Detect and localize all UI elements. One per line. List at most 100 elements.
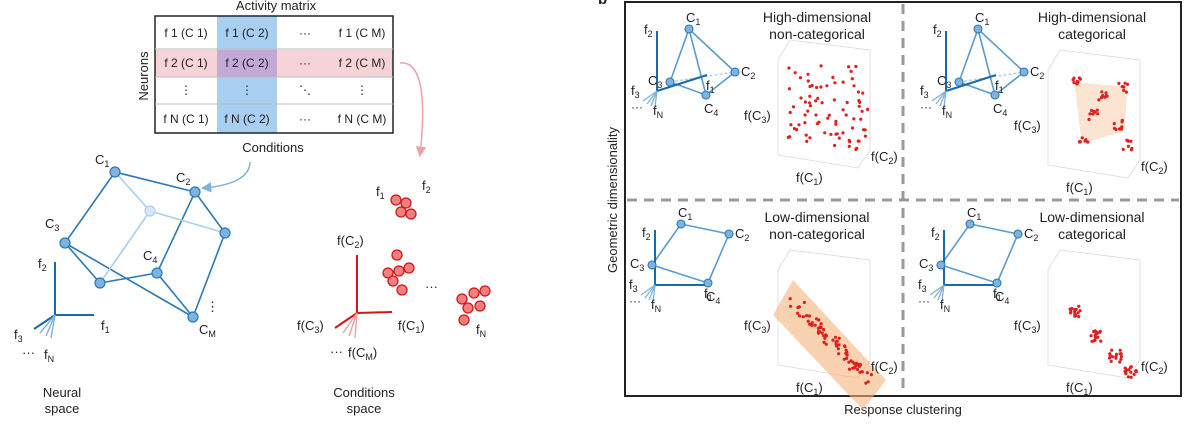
mini-axis-f1: f1 bbox=[995, 78, 1004, 95]
scatter-point bbox=[847, 360, 851, 364]
scatter-axis-fc2: f(C2) bbox=[871, 149, 898, 166]
mini-label-c2: C2 bbox=[1030, 64, 1044, 81]
axis-fcm: f(CM) bbox=[348, 345, 377, 362]
scatter-point bbox=[1087, 117, 1091, 122]
scatter-point bbox=[805, 314, 809, 318]
mini-edge bbox=[977, 28, 996, 96]
scatter-point bbox=[848, 140, 852, 144]
mini-label-c1: C1 bbox=[686, 10, 700, 27]
scatter-point bbox=[1119, 357, 1123, 361]
matrix-cell: f N (C 2) bbox=[224, 112, 269, 126]
mini-edge bbox=[688, 28, 707, 96]
scatter-point bbox=[788, 297, 792, 301]
scatter-point bbox=[1134, 369, 1138, 373]
scatter-point bbox=[1122, 88, 1126, 92]
scatter-point bbox=[806, 72, 810, 76]
label-f1: f1 bbox=[376, 184, 385, 201]
scatter-box bbox=[1047, 249, 1141, 379]
panel-bl-title: Low-dimensional bbox=[764, 209, 869, 225]
mini-axis-f1: f1 bbox=[993, 286, 1002, 303]
scatter-point bbox=[831, 75, 835, 79]
scatter-point bbox=[857, 139, 861, 143]
scatter-point bbox=[1107, 356, 1112, 360]
axis-f2: f2 bbox=[38, 256, 47, 273]
label-fn: fN bbox=[476, 322, 486, 339]
scatter-point bbox=[858, 363, 862, 368]
scatter-point bbox=[808, 84, 812, 89]
scatter-point bbox=[845, 353, 849, 357]
scatter-axis-fc3: f(C3) bbox=[744, 108, 771, 125]
scatter-box bbox=[1047, 49, 1141, 179]
scatter-point bbox=[1089, 334, 1093, 338]
scatter-point bbox=[814, 113, 818, 117]
scatter-point bbox=[837, 336, 841, 340]
mini-axis-f2: f2 bbox=[644, 22, 653, 39]
scatter-axis-fc3: f(C3) bbox=[1014, 318, 1041, 335]
scatter-point bbox=[798, 314, 802, 318]
axis-fc2: f(C2) bbox=[337, 233, 364, 250]
cell-highlight bbox=[217, 50, 277, 77]
mini-axis-dots: ··· bbox=[631, 100, 643, 114]
scatter-point bbox=[1126, 139, 1130, 143]
scatter-point bbox=[1080, 136, 1084, 140]
axis-fn: fN bbox=[44, 347, 54, 364]
mini-label-c1: C1 bbox=[967, 205, 981, 222]
scatter-point bbox=[1104, 91, 1108, 95]
panel-letter: b bbox=[598, 0, 607, 8]
label-f2: f2 bbox=[422, 178, 431, 195]
scatter-point bbox=[1127, 368, 1131, 372]
scatter-point bbox=[1099, 96, 1104, 100]
scatter-point bbox=[1126, 82, 1130, 86]
mini-axis-f2: f2 bbox=[642, 225, 651, 242]
scatter-point bbox=[1118, 348, 1122, 352]
scatter-point bbox=[847, 367, 852, 371]
panel-b: b Geometric dimensionality Response clus… bbox=[598, 0, 1182, 417]
mini-point-c1 bbox=[973, 24, 983, 34]
scatter-point bbox=[834, 342, 838, 346]
scatter-point bbox=[816, 96, 820, 100]
scatter-point bbox=[824, 342, 828, 346]
scatter-point bbox=[810, 321, 814, 325]
cols-label: Conditions bbox=[242, 140, 304, 155]
scatter-point bbox=[826, 116, 830, 120]
mini-point-c3 bbox=[954, 77, 964, 87]
mini-axis bbox=[933, 284, 945, 299]
scatter-point bbox=[1093, 329, 1097, 333]
scatter-point bbox=[1097, 98, 1101, 102]
mini-edge bbox=[705, 71, 736, 96]
mini-axis bbox=[945, 74, 997, 92]
scatter-axis-fc2: f(C2) bbox=[1141, 359, 1168, 376]
axis-dots: ··· bbox=[22, 345, 35, 360]
mini-edge bbox=[994, 71, 1025, 96]
mini-label-c2: C2 bbox=[1024, 226, 1038, 243]
point-c2 bbox=[189, 186, 201, 198]
mini-axis bbox=[937, 284, 945, 301]
scatter-point bbox=[1078, 140, 1082, 144]
scatter-point bbox=[1118, 360, 1122, 364]
panel-tl-title: non-categorical bbox=[769, 26, 865, 42]
scatter-point bbox=[817, 329, 821, 334]
point-hidden bbox=[144, 205, 156, 217]
panel-bl-title: non-categorical bbox=[769, 226, 865, 242]
mini-edge bbox=[969, 223, 1019, 235]
plane bbox=[773, 280, 886, 410]
mini-axis-f3: f3 bbox=[631, 83, 640, 100]
mini-label-c3: C3 bbox=[630, 256, 644, 273]
scatter-point bbox=[856, 90, 861, 94]
scatter-point bbox=[803, 121, 807, 125]
scatter-point bbox=[845, 356, 849, 360]
scatter-point bbox=[833, 143, 837, 148]
scatter-point bbox=[823, 131, 827, 135]
mini-axis-f3: f3 bbox=[920, 83, 929, 100]
scatter-point bbox=[807, 314, 812, 318]
mini-point-c4 bbox=[992, 278, 1002, 288]
scatter-point bbox=[1100, 90, 1104, 94]
mini-edge bbox=[940, 223, 971, 266]
scatter-point bbox=[1086, 140, 1090, 144]
scatter-point bbox=[833, 335, 838, 339]
mini-axis-f2: f2 bbox=[933, 22, 942, 39]
scatter-point bbox=[1109, 359, 1113, 363]
scatter-point bbox=[1073, 314, 1077, 318]
mini-axis bbox=[929, 284, 945, 296]
